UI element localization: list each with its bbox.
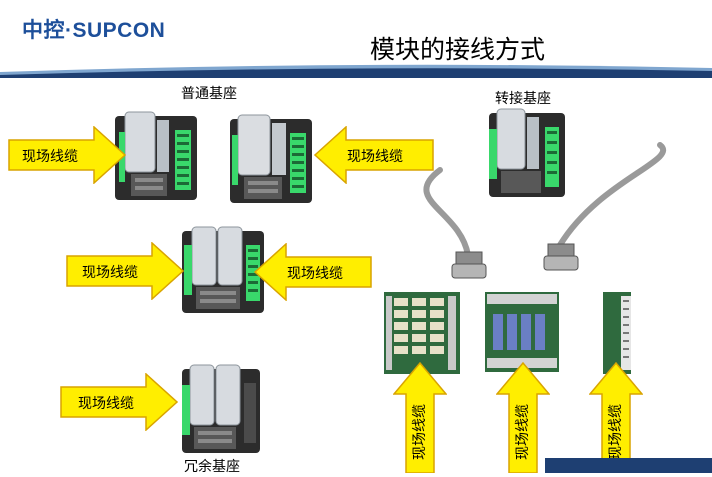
io-module-normal-2 [230, 114, 312, 203]
terminal-board-strip [603, 292, 631, 374]
arrow-label: 现场线缆 [412, 404, 428, 460]
io-module-redundant [182, 364, 260, 453]
arrow-up-icon [495, 361, 551, 474]
header-band [0, 64, 712, 78]
io-module-dual [182, 226, 264, 313]
arrow-label: 现场线缆 [78, 396, 134, 412]
supcon-logo: 中控·SUPCON [22, 19, 166, 42]
arrow-field-cable-4: 现场线缆 [253, 242, 372, 302]
label-adapter-base: 转接基座 [495, 91, 551, 107]
arrow-field-cable-2: 现场线缆 [313, 125, 434, 185]
arrow-label: 现场线缆 [608, 404, 624, 460]
arrow-field-cable-5: 现场线缆 [60, 372, 179, 432]
arrow-field-cable-3: 现场线缆 [66, 241, 185, 301]
io-module-normal-1 [115, 111, 197, 200]
arrow-field-cable-1: 现场线缆 [8, 125, 127, 185]
arrow-left-icon [313, 125, 434, 185]
arrow-label: 现场线缆 [347, 149, 403, 165]
arrow-right-icon [8, 125, 127, 185]
arrow-right-icon [66, 241, 185, 301]
arrow-field-cable-up-3: 现场线缆 [588, 361, 644, 474]
adapter-cables [423, 142, 666, 279]
terminal-board-module [485, 292, 559, 372]
label-redundant-base: 冗余基座 [184, 459, 240, 475]
arrow-label: 现场线缆 [22, 149, 78, 165]
arrow-up-icon [392, 361, 448, 474]
arrow-field-cable-up-1: 现场线缆 [392, 361, 448, 474]
terminal-board-relay [384, 292, 460, 374]
arrow-label: 现场线缆 [515, 404, 531, 460]
footer-band [545, 458, 712, 473]
io-module-adapter [489, 108, 565, 197]
arrow-left-icon [253, 242, 372, 302]
arrow-field-cable-up-2: 现场线缆 [495, 361, 551, 474]
label-normal-base: 普通基座 [181, 86, 237, 102]
arrow-label: 现场线缆 [82, 265, 138, 281]
arrow-right-icon [60, 372, 179, 432]
arrow-label: 现场线缆 [287, 266, 343, 282]
slide-title: 模块的接线方式 [370, 35, 546, 64]
